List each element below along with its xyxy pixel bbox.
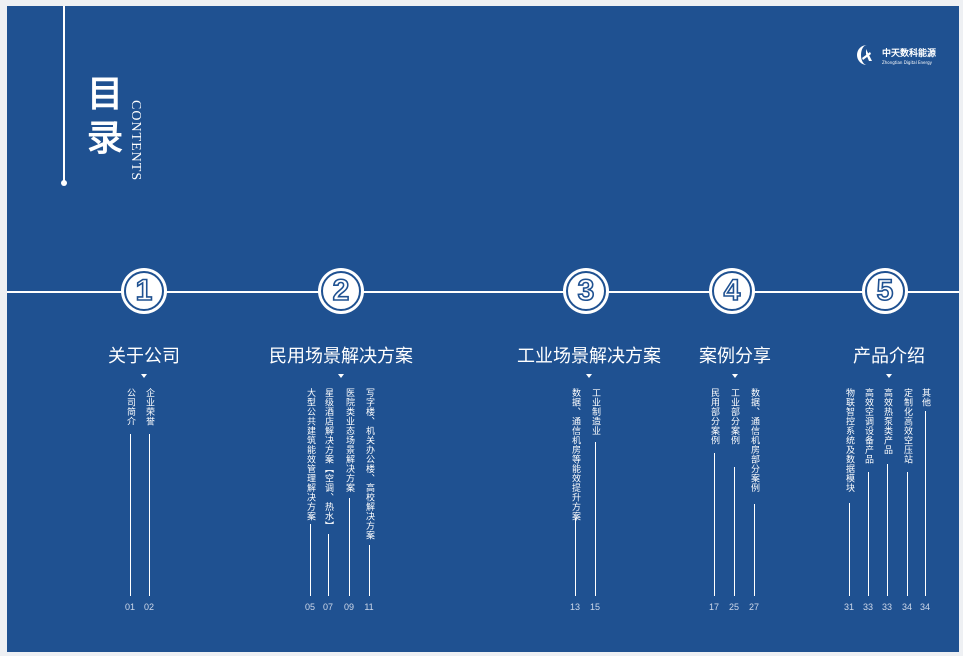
- section-number-badge: 5: [862, 268, 908, 314]
- leader-line: [327, 534, 329, 596]
- leader-line: [574, 518, 576, 596]
- section-title[interactable]: 工业场景解决方案: [517, 346, 661, 367]
- page-number[interactable]: 05: [304, 602, 316, 612]
- page-number[interactable]: 33: [862, 602, 874, 612]
- leader-line: [886, 464, 888, 596]
- page-number[interactable]: 33: [881, 602, 893, 612]
- leader-line: [867, 472, 869, 596]
- contents-item-label[interactable]: 高效空调设备产品: [863, 388, 873, 464]
- company-logo: 中天数科能源 Zhongtian Digital Energy: [856, 44, 946, 70]
- section-title[interactable]: 关于公司: [108, 346, 180, 367]
- section-number: 3: [577, 274, 595, 307]
- top-vertical-rule: [63, 6, 65, 184]
- caret-down-icon: [732, 374, 738, 378]
- contents-item-label[interactable]: 大型公共建筑能效管理解决方案: [305, 388, 315, 521]
- section-number-badge: 1: [121, 268, 167, 314]
- page-title: 目录: [86, 73, 123, 159]
- badge-ring: 4: [712, 271, 752, 311]
- contents-item-label[interactable]: 企业荣誉: [144, 388, 154, 426]
- page-number[interactable]: 27: [748, 602, 760, 612]
- section-number-badge: 4: [709, 268, 755, 314]
- caret-down-icon: [338, 374, 344, 378]
- section-number: 2: [332, 274, 350, 307]
- contents-item-label[interactable]: 数据、通信机房部分案例: [749, 388, 759, 493]
- contents-page: 目录 CONTENTS 中天数科能源 Zhongtian Digital Ene…: [7, 6, 959, 652]
- badge-ring: 5: [865, 271, 905, 311]
- contents-item-label[interactable]: 数据、通信机房等能效提升方案: [570, 388, 580, 521]
- page-subtitle: CONTENTS: [128, 100, 143, 182]
- section-title[interactable]: 产品介绍: [853, 346, 925, 367]
- logo-subtitle: Zhongtian Digital Energy: [882, 60, 932, 65]
- contents-item-label[interactable]: 高效热泵类产品: [882, 388, 892, 455]
- page-number[interactable]: 34: [919, 602, 931, 612]
- contents-item-label[interactable]: 民用部分案例: [709, 388, 719, 445]
- leader-line: [906, 472, 908, 596]
- leader-line: [753, 504, 755, 596]
- leader-line: [129, 434, 131, 596]
- section-number-badge: 3: [563, 268, 609, 314]
- leader-line: [148, 434, 150, 596]
- badge-ring: 1: [124, 271, 164, 311]
- caret-down-icon: [141, 374, 147, 378]
- leader-line: [848, 503, 850, 596]
- contents-item-label[interactable]: 医院类业态场景解决方案: [344, 388, 354, 493]
- contents-item-label[interactable]: 写字楼、机关办公楼、高校解决方案: [364, 388, 374, 540]
- page-number[interactable]: 07: [322, 602, 334, 612]
- contents-item-label[interactable]: 工业部分案例: [729, 388, 739, 445]
- logo-mark-icon: [857, 45, 872, 65]
- leader-line: [733, 467, 735, 596]
- leader-line: [348, 498, 350, 596]
- page-number[interactable]: 01: [124, 602, 136, 612]
- leader-line: [309, 524, 311, 596]
- caret-down-icon: [586, 374, 592, 378]
- page-number[interactable]: 09: [343, 602, 355, 612]
- badge-ring: 2: [321, 271, 361, 311]
- section-title[interactable]: 案例分享: [699, 346, 771, 367]
- section-number-badge: 2: [318, 268, 364, 314]
- rule-end-dot: [61, 180, 67, 186]
- page-number[interactable]: 02: [143, 602, 155, 612]
- logo-name: 中天数科能源: [882, 49, 937, 59]
- leader-line: [713, 453, 715, 596]
- section-number: 5: [876, 274, 894, 307]
- contents-item-label[interactable]: 工业制造业: [590, 388, 600, 436]
- section-number: 4: [723, 274, 741, 307]
- badge-ring: 3: [566, 271, 606, 311]
- contents-item-label[interactable]: 物联智控系统及数据模块: [844, 388, 854, 493]
- leader-line: [368, 545, 370, 596]
- page-number[interactable]: 17: [708, 602, 720, 612]
- contents-item-label[interactable]: 星级酒店解决方案【空调、热水】: [323, 388, 333, 531]
- caret-down-icon: [886, 374, 892, 378]
- page-number[interactable]: 11: [364, 602, 374, 612]
- contents-item-label[interactable]: 公司简介: [125, 388, 135, 426]
- timeline-rule: [7, 291, 959, 293]
- contents-item-label[interactable]: 其他: [920, 388, 930, 407]
- page-number[interactable]: 15: [589, 602, 601, 612]
- page-number[interactable]: 31: [843, 602, 855, 612]
- contents-item-label[interactable]: 定制化高效空压站: [902, 388, 912, 464]
- leader-line: [594, 442, 596, 596]
- page-number[interactable]: 25: [728, 602, 740, 612]
- page-number[interactable]: 13: [569, 602, 581, 612]
- section-number: 1: [135, 274, 153, 307]
- page-number[interactable]: 34: [901, 602, 913, 612]
- section-title[interactable]: 民用场景解决方案: [269, 346, 413, 367]
- leader-line: [924, 411, 926, 596]
